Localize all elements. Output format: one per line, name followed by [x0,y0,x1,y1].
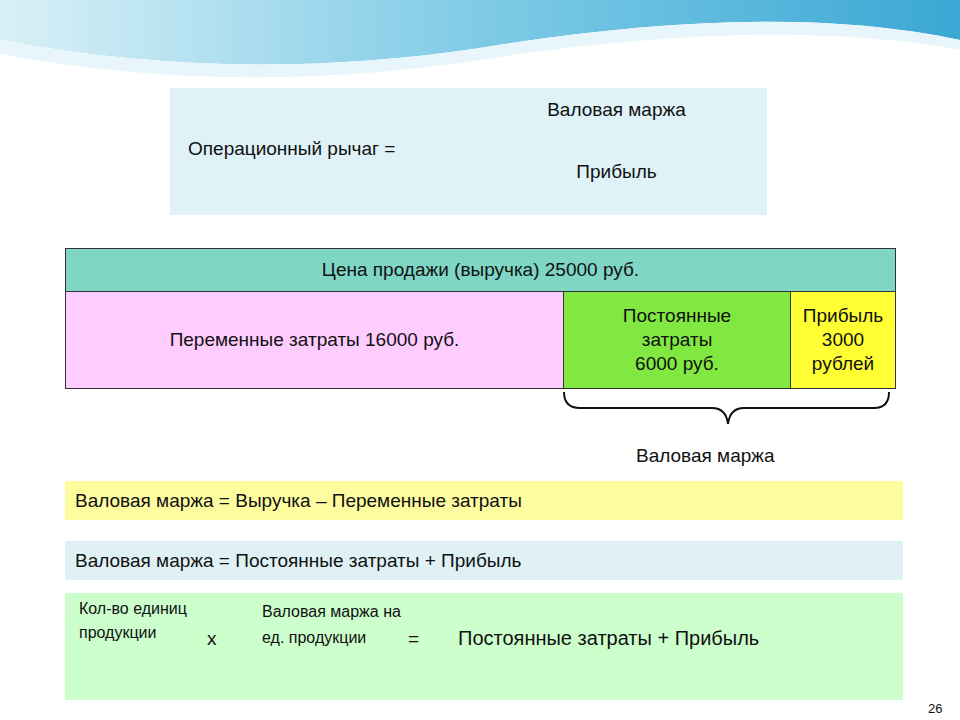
node-text: Переменные затраты 16000 руб. [170,328,460,352]
formula-band: Валовая маржа = Выручка – Переменные зат… [65,481,903,520]
node-text: Постоянные затраты 6000 руб. [618,304,736,375]
variable-costs-box: Переменные затраты 16000 руб. [65,291,564,389]
profit-box: Прибыль 3000 рублей [790,291,896,389]
fixed-costs-box: Постоянные затраты 6000 руб. [563,291,791,389]
formula-band: Валовая маржа = Постоянные затраты + При… [65,541,903,580]
node-text: Цена продажи (выручка) 25000 руб. [322,258,639,282]
node-text: Прибыль 3000 рублей [793,304,893,375]
unit-formula-band: Кол-во единиц продукции х Валовая маржа на… [65,593,903,700]
node-text: Валовая маржа на ед. продукции [262,599,402,650]
node-text: х [207,627,227,651]
node-text: Операционный рычаг = [188,137,478,161]
brace-label: Валовая маржа [636,445,775,467]
node-text: Прибыль [483,160,750,184]
revenue-band: Цена продажи (выручка) 25000 руб. [65,248,896,292]
node-text: Валовая маржа = Постоянные затраты + При… [75,549,885,573]
node-text: Валовая маржа [483,98,750,122]
node-text: Валовая маржа = Выручка – Переменные зат… [75,489,885,513]
header-wave-light [0,22,960,78]
formula-box: Операционный рычаг =Валовая маржаПрибыль [170,88,767,215]
node-text: Кол-во единиц продукции [79,597,191,645]
page-number: 26 [928,701,942,716]
node-text: Постоянные затраты + Прибыль [458,626,878,651]
brace [564,392,889,424]
node-text: = [408,627,432,651]
